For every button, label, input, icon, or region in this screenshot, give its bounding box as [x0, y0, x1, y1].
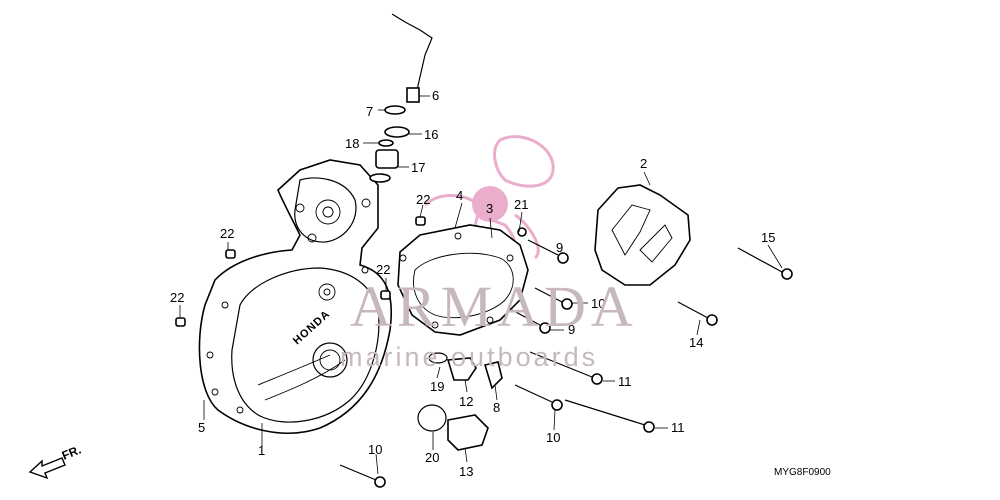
middle-cover [397, 224, 529, 336]
callout-19: 19 [430, 379, 444, 394]
callout-14: 14 [689, 335, 703, 350]
callout-13: 13 [459, 464, 473, 479]
bolts [339, 227, 793, 488]
callout-5: 5 [198, 420, 205, 435]
front-arrow-label: FR. [60, 443, 83, 463]
callout-20: 20 [425, 450, 439, 465]
right-cover [594, 184, 691, 286]
leader-lines [179, 95, 783, 475]
callout-3: 3 [486, 201, 493, 216]
callout-7: 7 [366, 104, 373, 119]
callout-9-top: 9 [556, 240, 563, 255]
front-direction-arrow: FR. [28, 443, 83, 480]
left-crankcase-cover: HONDA [198, 159, 392, 434]
plugs-and-orings [417, 352, 503, 451]
callout-6: 6 [432, 88, 439, 103]
callout-10-middle: 10 [546, 430, 560, 445]
callout-18: 18 [345, 136, 359, 151]
callout-22-left: 22 [170, 290, 184, 305]
diagram-code: MYG8F0900 [774, 467, 831, 478]
callout-12: 12 [459, 394, 473, 409]
callout-11-lower: 11 [671, 420, 685, 435]
callout-17: 17 [411, 160, 425, 175]
callout-22-center: 22 [376, 262, 390, 277]
callout-1: 1 [258, 443, 265, 458]
callout-10-bottom: 10 [368, 442, 382, 457]
callout-4: 4 [456, 188, 463, 203]
callout-15: 15 [761, 230, 775, 245]
callout-21: 21 [514, 197, 528, 212]
callout-9-bottom: 9 [568, 322, 575, 337]
watermark-tagline: marine outboards [340, 342, 598, 372]
callout-11-upper: 11 [618, 374, 632, 389]
watermark-brand: ARMADA [350, 274, 638, 339]
cable-assembly [369, 13, 433, 183]
callout-numbers: 1 2 3 4 5 6 7 8 9 9 10 10 10 11 11 12 13… [170, 88, 775, 479]
callout-10-right: 10 [591, 296, 605, 311]
callout-2: 2 [640, 156, 647, 171]
callout-8: 8 [493, 400, 500, 415]
dowel-pins [175, 216, 426, 327]
callout-22-upper-left: 22 [220, 226, 234, 241]
callout-22-top: 22 [416, 192, 430, 207]
callout-16: 16 [424, 127, 438, 142]
